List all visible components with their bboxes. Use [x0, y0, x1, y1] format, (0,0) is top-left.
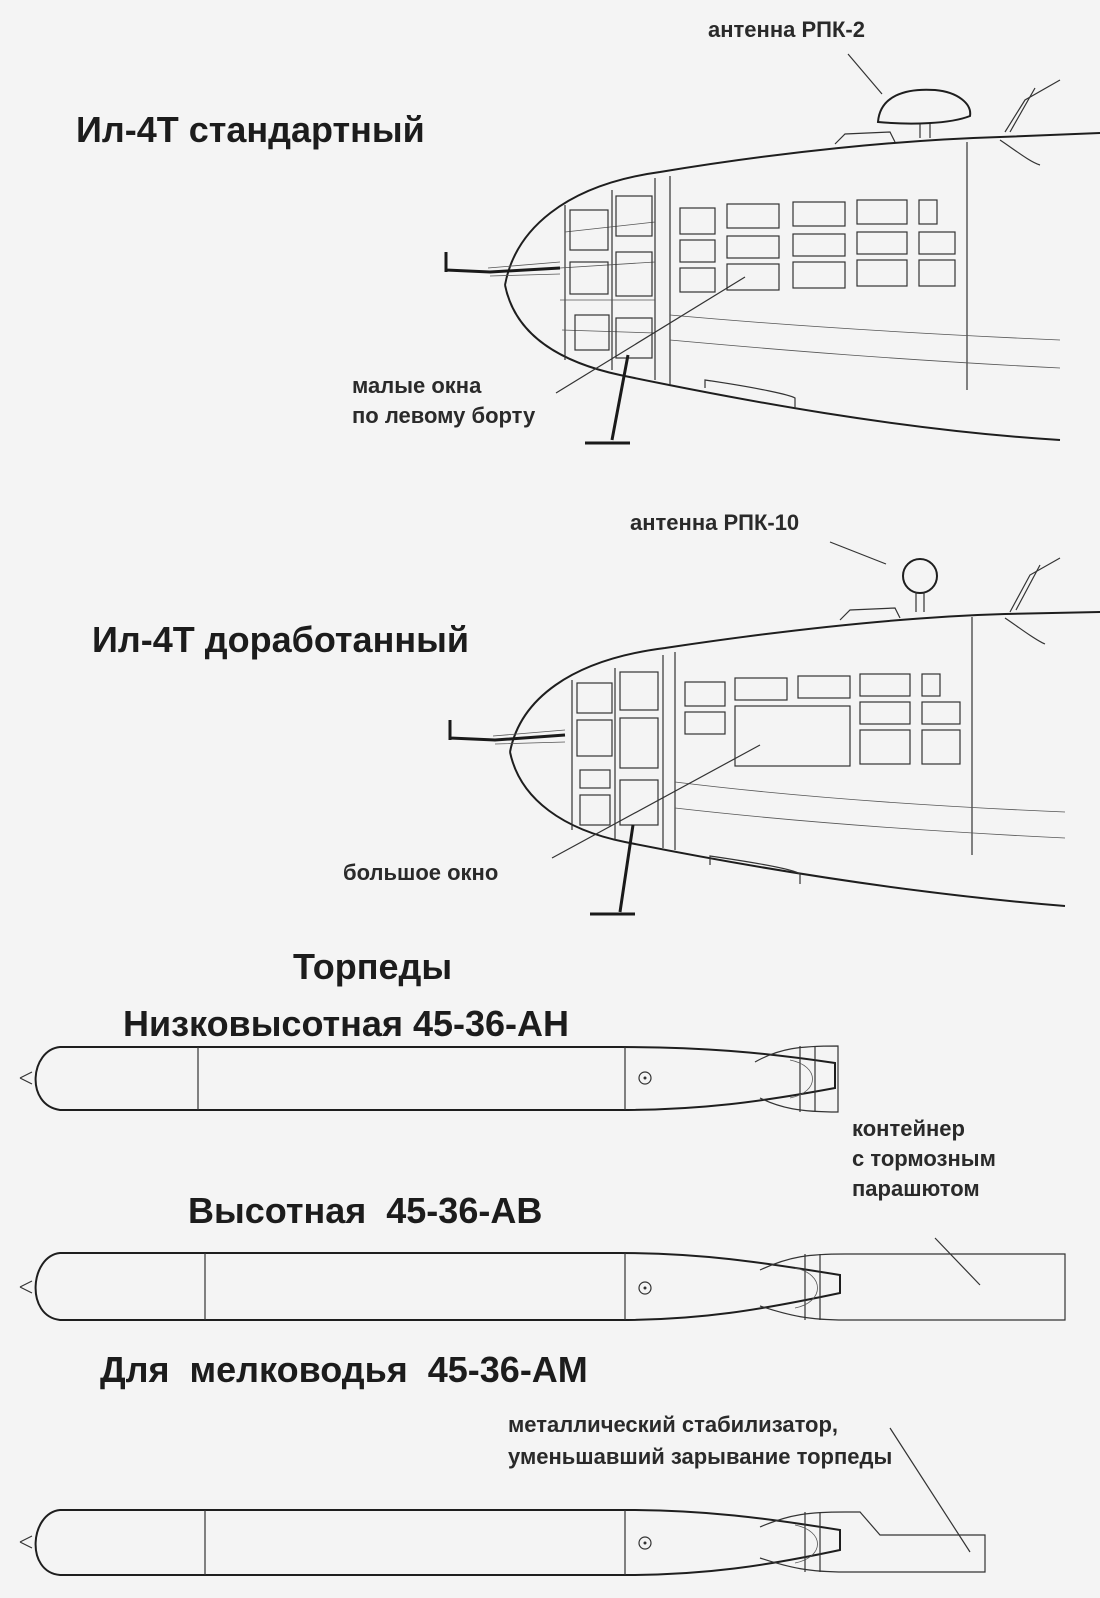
- antenna-rpk2-label: антенна РПК-2: [708, 17, 865, 42]
- standard-title: Ил-4Т стандартный: [76, 109, 425, 150]
- rpk10-antenna-ring: [902, 558, 938, 594]
- il4t-standard-drawing: [444, 53, 1100, 445]
- rpk2-antenna-shape: [876, 88, 972, 125]
- container-label-line2: с тормозным: [852, 1146, 996, 1171]
- parachute-container-shape: [759, 1253, 1066, 1321]
- container-label-line1: контейнер: [852, 1116, 965, 1141]
- antenna-rpk10-label: антенна РПК-10: [630, 510, 799, 535]
- stabilizer-label-line2: уменьшавший зарывание торпеды: [508, 1444, 892, 1469]
- metal-stabilizer-shape: [759, 1511, 986, 1573]
- container-label-line3: парашютом: [852, 1176, 980, 1201]
- large-window-shape: [734, 705, 851, 767]
- small-windows-grid: [679, 199, 956, 293]
- high-altitude-torpedo-title: Высотная 45-36-АВ: [188, 1190, 542, 1231]
- stabilizer-label-line1: металлический стабилизатор,: [508, 1412, 838, 1437]
- shallow-water-torpedo-title: Для мелководья 45-36-АМ: [100, 1349, 588, 1390]
- modified-title: Ил-4Т доработанный: [92, 619, 469, 660]
- torpedoes-section-title: Торпеды: [293, 946, 452, 987]
- torpedo-high-altitude: [19, 1252, 1066, 1321]
- il4t-modified-drawing: [448, 541, 1100, 916]
- small-windows-label-line2: по левому борту: [352, 403, 536, 428]
- large-window-label: большое окно: [343, 860, 498, 885]
- low-altitude-torpedo-title: Низковысотная 45-36-АН: [123, 1003, 569, 1044]
- torpedo-shallow-water: [19, 1509, 986, 1576]
- small-windows-label-line1: малые окна: [352, 373, 482, 398]
- torpedo-low-altitude: [19, 1045, 839, 1113]
